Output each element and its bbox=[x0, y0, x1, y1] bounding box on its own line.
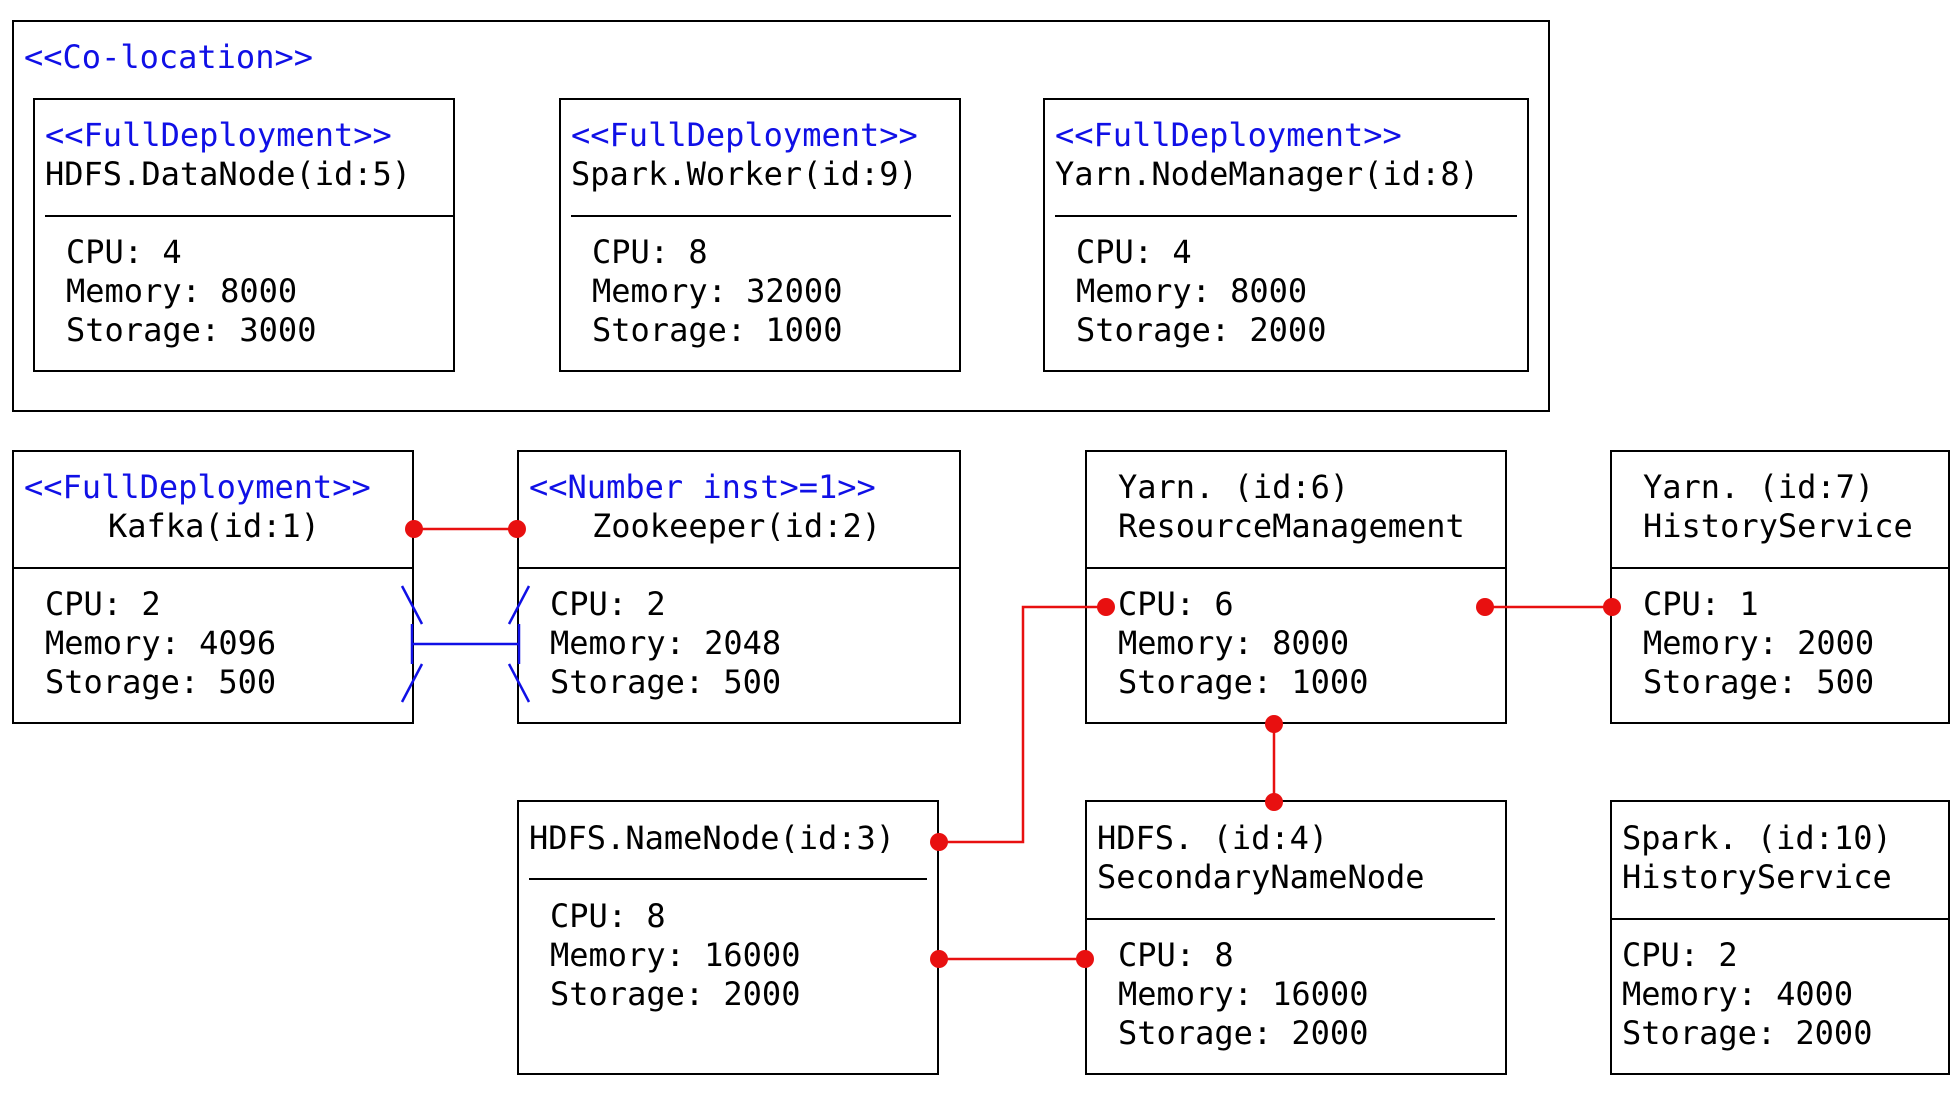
component-memory: Memory: 8000 bbox=[1076, 272, 1308, 310]
component-cpu: CPU: 8 bbox=[1118, 936, 1234, 974]
component-secondary-namenode bbox=[1085, 800, 1507, 1075]
component-memory: Memory: 2000 bbox=[1643, 624, 1875, 662]
component-name: Spark.Worker(id:9) bbox=[571, 155, 918, 193]
component-stereotype: <<FullDeployment>> bbox=[24, 468, 371, 506]
component-name: SecondaryNameNode bbox=[1097, 858, 1425, 896]
component-cpu: CPU: 6 bbox=[1118, 585, 1234, 623]
link-endpoint bbox=[1097, 598, 1115, 616]
dependency-link bbox=[1265, 715, 1283, 811]
link-endpoint bbox=[1476, 598, 1494, 616]
component-storage: Storage: 500 bbox=[45, 663, 277, 701]
component-name: Zookeeper(id:2) bbox=[592, 507, 881, 545]
link-endpoint bbox=[1265, 793, 1283, 811]
component-cpu: CPU: 8 bbox=[592, 233, 708, 271]
component-node-manager bbox=[1043, 98, 1529, 372]
component-divider bbox=[45, 215, 453, 217]
link-endpoint bbox=[930, 950, 948, 968]
dependency-link bbox=[930, 950, 1094, 968]
component-cpu: CPU: 4 bbox=[66, 233, 182, 271]
colocation-label: <<Co-location>> bbox=[24, 38, 313, 76]
component-name: ResourceManagement bbox=[1118, 507, 1465, 545]
component-divider bbox=[529, 878, 927, 880]
component-storage: Storage: 500 bbox=[1643, 663, 1875, 701]
component-resource-management bbox=[1085, 450, 1507, 724]
component-storage: Storage: 3000 bbox=[66, 311, 317, 349]
component-datanode bbox=[33, 98, 455, 372]
component-memory: Memory: 8000 bbox=[66, 272, 298, 310]
component-divider bbox=[1610, 918, 1950, 920]
component-yarn-history bbox=[1610, 450, 1950, 724]
component-stereotype: <<FullDeployment>> bbox=[571, 116, 918, 154]
component-memory: Memory: 16000 bbox=[550, 936, 801, 974]
component-divider bbox=[12, 567, 414, 569]
component-memory: Memory: 8000 bbox=[1118, 624, 1350, 662]
component-name: Yarn. (id:6) bbox=[1118, 468, 1350, 506]
component-memory: Memory: 32000 bbox=[592, 272, 843, 310]
component-memory: Memory: 4000 bbox=[1622, 975, 1854, 1013]
component-name: Yarn.NodeManager(id:8) bbox=[1055, 155, 1479, 193]
component-spark-worker bbox=[559, 98, 961, 372]
link-endpoint bbox=[1076, 950, 1094, 968]
link-endpoint bbox=[405, 520, 423, 538]
component-stereotype: <<FullDeployment>> bbox=[1055, 116, 1402, 154]
component-stereotype: <<Number inst>=1>> bbox=[529, 468, 876, 506]
conflict-link bbox=[400, 585, 531, 703]
component-zookeeper bbox=[517, 450, 961, 724]
component-name: HDFS.DataNode(id:5) bbox=[45, 155, 412, 193]
dependency-link bbox=[1476, 598, 1621, 616]
link-endpoint bbox=[930, 833, 948, 851]
component-cpu: CPU: 4 bbox=[1076, 233, 1192, 271]
component-divider bbox=[1055, 215, 1517, 217]
link-endpoint bbox=[1265, 715, 1283, 733]
component-divider bbox=[1610, 567, 1950, 569]
link-endpoint bbox=[508, 520, 526, 538]
component-cpu: CPU: 2 bbox=[1622, 936, 1738, 974]
component-name: HistoryService bbox=[1643, 507, 1913, 545]
dependency-link bbox=[405, 520, 526, 538]
component-stereotype: <<FullDeployment>> bbox=[45, 116, 392, 154]
component-memory: Memory: 2048 bbox=[550, 624, 782, 662]
component-storage: Storage: 2000 bbox=[1118, 1014, 1369, 1052]
component-spark-history bbox=[1610, 800, 1950, 1075]
link-endpoint bbox=[1603, 598, 1621, 616]
component-name: Spark. (id:10) bbox=[1622, 819, 1892, 857]
dependency-link bbox=[930, 598, 1115, 851]
component-name: HDFS. (id:4) bbox=[1097, 819, 1329, 857]
component-cpu: CPU: 1 bbox=[1643, 585, 1759, 623]
component-storage: Storage: 500 bbox=[550, 663, 782, 701]
component-name: HistoryService bbox=[1622, 858, 1892, 896]
component-kafka bbox=[12, 450, 414, 724]
component-memory: Memory: 4096 bbox=[45, 624, 277, 662]
component-cpu: CPU: 8 bbox=[550, 897, 666, 935]
component-storage: Storage: 2000 bbox=[1076, 311, 1327, 349]
component-divider bbox=[1085, 567, 1507, 569]
component-divider bbox=[1085, 918, 1495, 920]
component-cpu: CPU: 2 bbox=[550, 585, 666, 623]
component-storage: Storage: 1000 bbox=[1118, 663, 1369, 701]
component-cpu: CPU: 2 bbox=[45, 585, 161, 623]
component-divider bbox=[517, 567, 961, 569]
component-name: Yarn. (id:7) bbox=[1643, 468, 1875, 506]
component-name: Kafka(id:1) bbox=[108, 507, 320, 545]
component-namenode bbox=[517, 800, 939, 1075]
component-storage: Storage: 2000 bbox=[1622, 1014, 1873, 1052]
component-storage: Storage: 2000 bbox=[550, 975, 801, 1013]
component-storage: Storage: 1000 bbox=[592, 311, 843, 349]
component-divider bbox=[571, 215, 951, 217]
component-memory: Memory: 16000 bbox=[1118, 975, 1369, 1013]
colocation-group bbox=[12, 20, 1550, 412]
component-name: HDFS.NameNode(id:3) bbox=[529, 819, 896, 857]
